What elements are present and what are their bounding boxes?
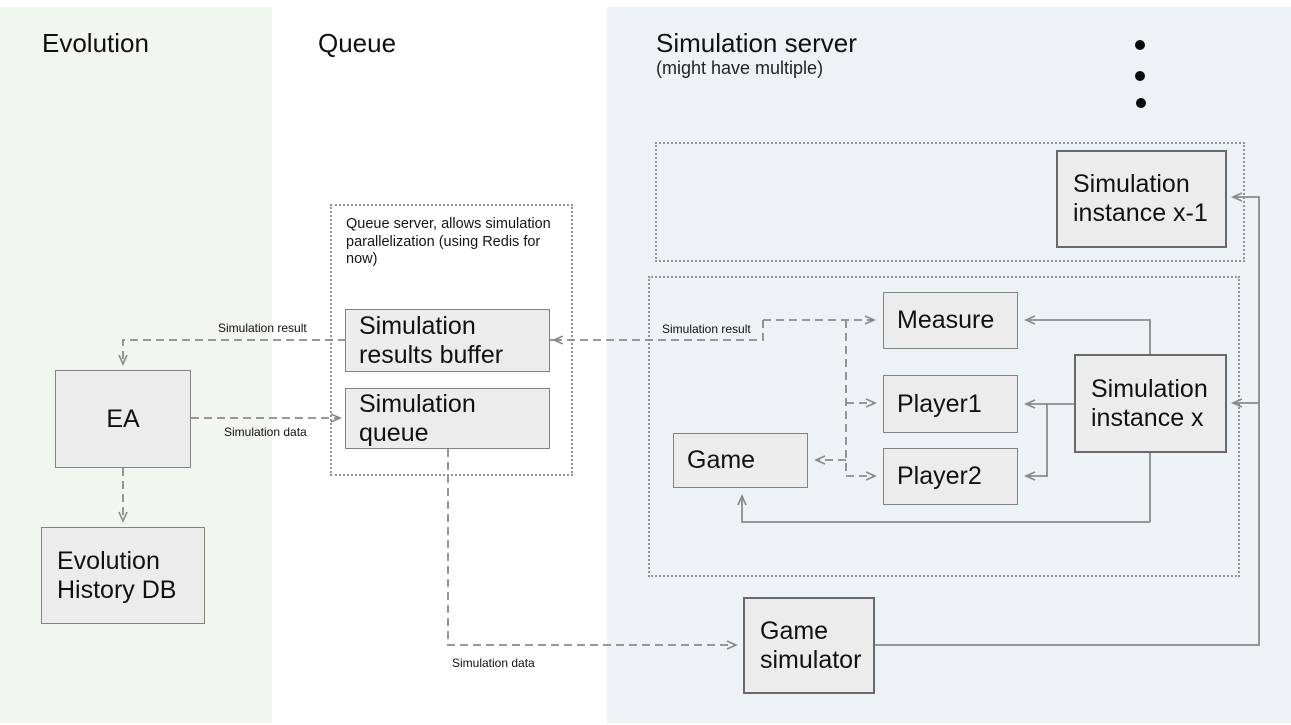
- node-ea: EA: [55, 370, 191, 468]
- node-player2: Player2: [883, 448, 1018, 505]
- edge-instance-x-to-measure: [1024, 315, 1151, 522]
- evolution-column-title: Evolution: [42, 28, 149, 58]
- edge-label-simulation-result-right: Simulation result: [662, 322, 751, 336]
- node-simulation-instance-x: Simulation instance x: [1074, 354, 1227, 453]
- node-game-simulator-label: Game simulator: [760, 616, 862, 674]
- ellipsis-dot: [1135, 71, 1145, 81]
- edge-queue-to-game-simulator: [447, 449, 738, 650]
- node-simulation-queue: Simulation queue: [345, 388, 550, 449]
- node-ea-label: EA: [106, 404, 140, 433]
- node-game-simulator: Game simulator: [743, 597, 875, 694]
- node-simulation-results-buffer-label: Simulation results buffer: [359, 311, 504, 369]
- node-simulation-instance-x1-label: Simulation instance x-1: [1073, 170, 1208, 227]
- node-simulation-instance-x1: Simulation instance x-1: [1056, 150, 1227, 248]
- ellipsis-dot: [1135, 40, 1145, 50]
- node-measure: Measure: [883, 292, 1018, 349]
- node-simulation-queue-label: Simulation queue: [359, 389, 476, 447]
- node-game: Game: [673, 433, 808, 488]
- node-player1-label: Player1: [897, 389, 982, 418]
- node-simulation-instance-x-label: Simulation instance x: [1091, 374, 1208, 432]
- simulation-server-column-subtitle: (might have multiple): [656, 58, 824, 78]
- node-evolution-history-db: Evolution History DB: [41, 527, 205, 624]
- edge-label-simulation-data-left: Simulation data: [224, 425, 307, 439]
- node-simulation-results-buffer: Simulation results buffer: [345, 309, 550, 372]
- edge-label-simulation-data-bottom: Simulation data: [452, 656, 535, 670]
- edge-instance-x-to-player2: [1024, 404, 1048, 481]
- node-player1: Player1: [883, 375, 1018, 433]
- node-player2-label: Player2: [897, 462, 982, 490]
- node-game-label: Game: [687, 446, 756, 474]
- node-evolution-history-db-label: Evolution History DB: [57, 546, 177, 604]
- node-measure-label: Measure: [897, 306, 995, 334]
- ellipsis-dot: [1136, 98, 1146, 108]
- queue-server-note: Queue server, allows simulation parallel…: [346, 216, 551, 267]
- queue-column-title: Queue: [318, 28, 397, 58]
- simulation-instance-x1-group: [655, 142, 1245, 262]
- simulation-instance-x-group: [648, 276, 1240, 577]
- edge-instance-x-to-game: [737, 494, 1150, 523]
- simulation-server-column-title: Simulation server: [656, 28, 857, 58]
- edge-label-simulation-result-left: Simulation result: [218, 321, 307, 335]
- edge-result-to-buffer: [552, 320, 764, 345]
- edge-game-simulator-to-instance-x1: [875, 192, 1260, 646]
